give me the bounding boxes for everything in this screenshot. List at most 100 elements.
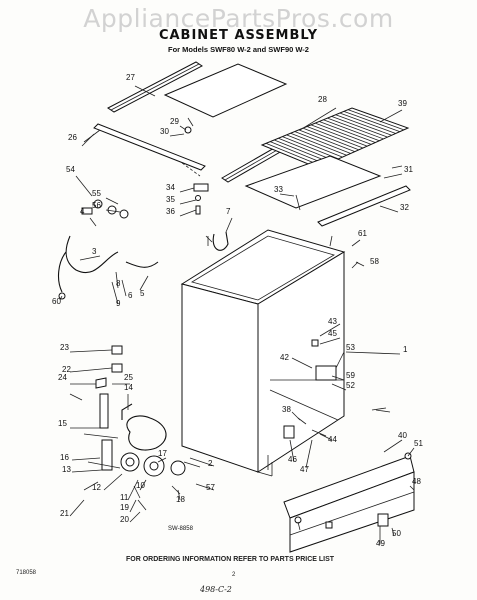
callout-35: 35 <box>166 195 175 204</box>
grille-slat <box>294 131 351 154</box>
leader-lines <box>59 85 415 544</box>
leader-line <box>69 499 85 517</box>
callout-52: 52 <box>346 381 355 390</box>
leader-line <box>69 349 113 353</box>
leader-line <box>319 433 333 441</box>
front-rail-48 <box>283 455 415 553</box>
leader-line <box>139 479 147 491</box>
callout-23: 23 <box>60 343 69 352</box>
callout-6: 6 <box>128 291 133 300</box>
leader-line <box>115 271 119 289</box>
grille-slat <box>319 121 376 143</box>
leader-line <box>335 351 345 369</box>
top-panel <box>163 63 288 118</box>
leader-line <box>299 107 337 131</box>
leader-line <box>179 199 197 205</box>
grille-slat <box>347 109 405 131</box>
callout-60: 60 <box>52 297 61 306</box>
leader-line <box>121 279 127 297</box>
callout-12: 12 <box>92 483 101 492</box>
leader-line <box>279 193 295 197</box>
leader-line <box>169 133 185 137</box>
grille-slat <box>343 110 400 133</box>
callout-17: 17 <box>158 449 167 458</box>
leader-line <box>331 375 345 381</box>
leader-line <box>177 489 181 501</box>
callout-39: 39 <box>398 99 407 108</box>
leader-line <box>383 439 403 453</box>
grille-slat <box>335 114 392 136</box>
callout-9: 9 <box>116 299 121 308</box>
callout-34: 34 <box>166 183 175 192</box>
callout-49: 49 <box>376 539 385 548</box>
diagram-code: SW-8858 <box>168 526 194 532</box>
callout-18: 18 <box>176 495 185 504</box>
leader-line <box>75 175 93 197</box>
leader-line <box>383 173 403 179</box>
grille-slat <box>327 117 384 140</box>
leader-line <box>289 439 295 463</box>
leader-line <box>103 473 123 491</box>
callout-55: 55 <box>92 189 101 198</box>
leader-line <box>319 337 341 345</box>
grille-slat <box>282 136 339 160</box>
callout-50: 50 <box>392 529 401 538</box>
leader-line <box>409 485 415 491</box>
leader-line <box>391 527 395 537</box>
leader-line <box>319 323 341 337</box>
motor-assembly <box>83 403 186 511</box>
grille-slat <box>306 126 364 149</box>
callout-11: 11 <box>120 493 129 502</box>
callout-51: 51 <box>414 439 423 448</box>
callout-24: 24 <box>58 373 67 382</box>
leader-line <box>81 133 95 147</box>
leader-line <box>129 511 141 523</box>
callout-56: 56 <box>92 201 101 210</box>
callout-21: 21 <box>60 509 69 518</box>
grille-slat <box>339 112 396 134</box>
leader-line <box>179 187 195 193</box>
grille-slat <box>298 129 355 153</box>
rail-26 <box>93 123 206 171</box>
leader-line <box>134 85 156 97</box>
handwritten-signature: 498-C-2 <box>200 585 232 594</box>
callout-38: 38 <box>282 405 291 414</box>
grille-slat <box>278 137 335 162</box>
callout-15: 15 <box>58 419 67 428</box>
leader-line <box>305 439 313 469</box>
callout-29: 29 <box>170 117 179 126</box>
leader-line <box>375 409 391 413</box>
leader-line <box>127 479 139 501</box>
callout-36: 36 <box>166 207 175 216</box>
grille-slat <box>315 122 372 145</box>
grille-slat <box>331 116 388 138</box>
leader-line <box>195 483 215 491</box>
leader-line <box>407 447 415 457</box>
footer-text: FOR ORDERING INFORMATION REFER TO PARTS … <box>126 556 335 563</box>
grille-slat <box>310 124 368 147</box>
leader-line <box>79 255 101 261</box>
callout-22: 22 <box>62 365 71 374</box>
callout-19: 19 <box>120 503 129 512</box>
callout-1: 1 <box>403 345 408 354</box>
leader-line <box>291 411 301 421</box>
leader-line <box>331 383 347 391</box>
leader-line <box>129 499 137 513</box>
callout-59: 59 <box>346 371 355 380</box>
leader-line <box>379 109 403 123</box>
page-subtitle: For Models SWF80 W-2 and SWF90 W-2 <box>168 45 309 54</box>
callout-13: 13 <box>62 465 71 474</box>
callout-46: 46 <box>288 455 297 464</box>
callout-40: 40 <box>398 431 407 440</box>
callout-27: 27 <box>126 73 135 82</box>
grille-39 <box>260 107 410 169</box>
leader-line <box>297 521 301 531</box>
callout-25: 25 <box>124 373 133 382</box>
callout-10: 10 <box>136 481 145 490</box>
leader-line <box>183 461 201 468</box>
callout-53: 53 <box>346 343 355 352</box>
leader-line <box>225 217 233 233</box>
